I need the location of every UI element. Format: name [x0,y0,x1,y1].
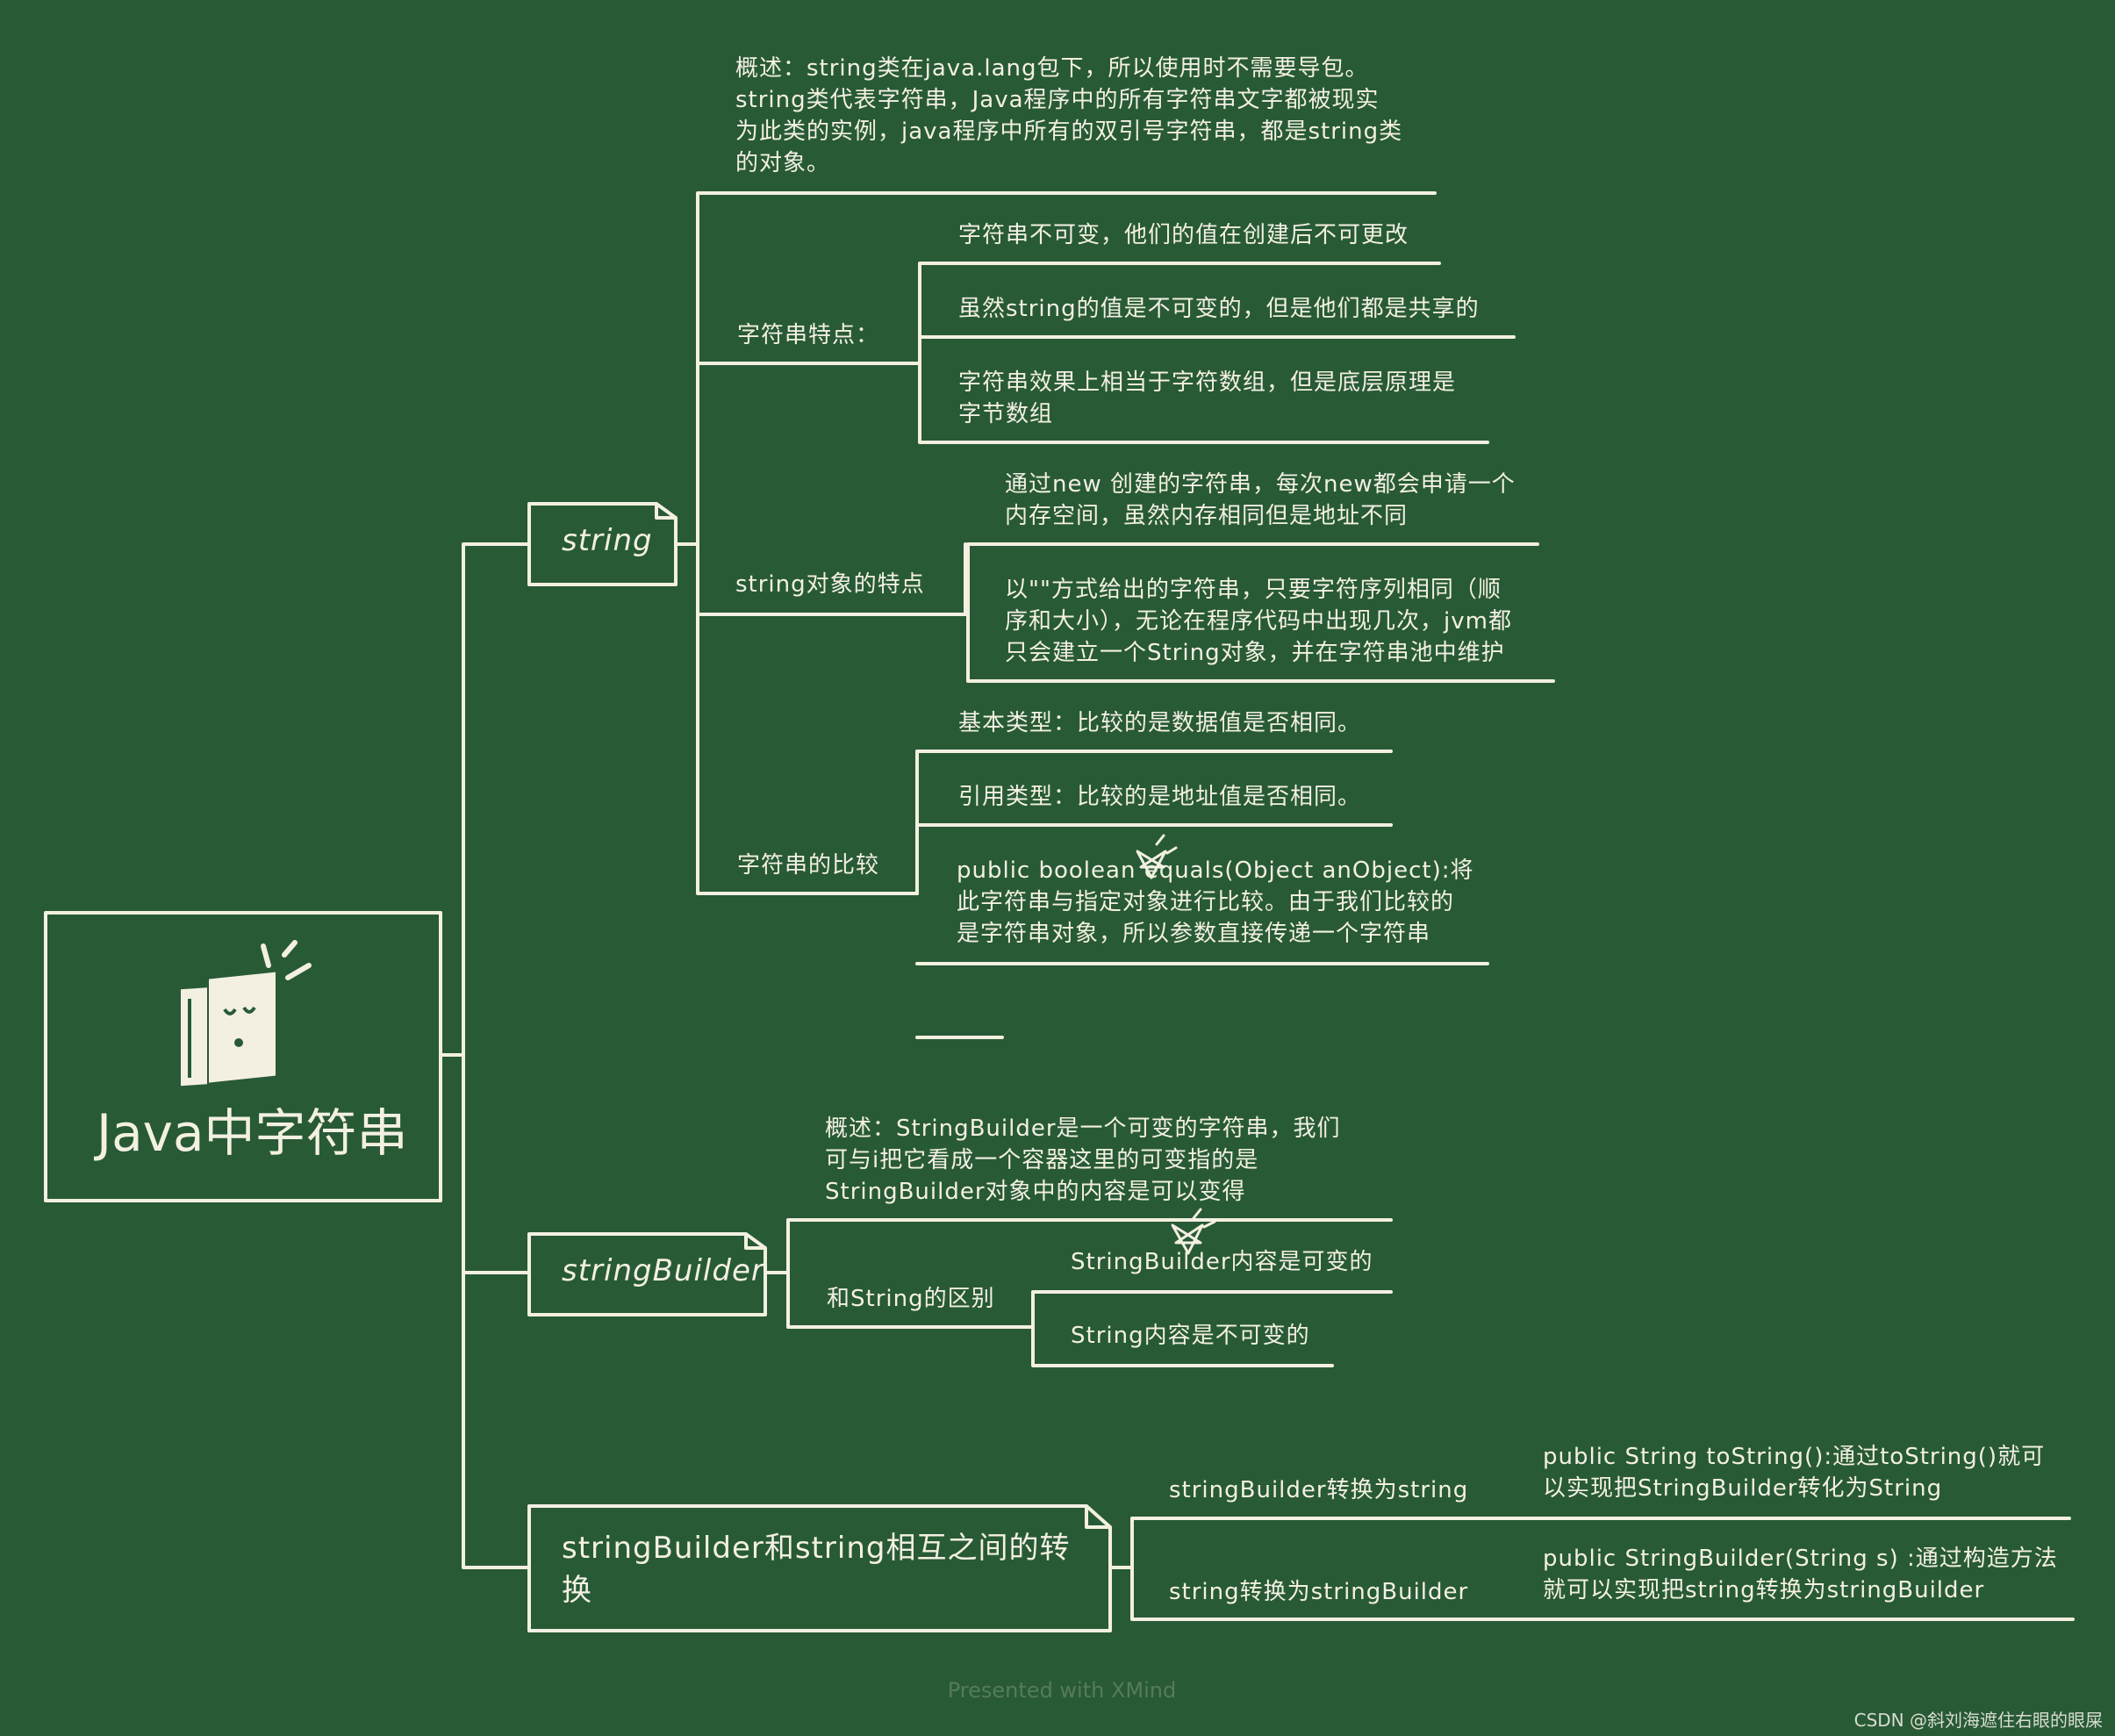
comparison-item: public boolean equals(Object anObject):将… [957,857,1474,947]
comparison-item: 基本类型：比较的是数据值是否相同。 [958,710,1362,736]
object-feature-item: 通过new 创建的字符串，每次new都会申请一个 内存空间，虽然内存相同但是地址… [1005,471,1516,529]
conversion-item-label[interactable]: string转换为stringBuilder [1169,1579,1469,1605]
feature-item: 字符串不可变，他们的值在创建后不可更改 [958,222,1409,248]
object-features-label[interactable]: string对象的特点 [735,571,925,598]
conversion-item-label[interactable]: stringBuilder转换为string [1169,1477,1469,1503]
object-feature-item: 以""方式给出的字符串，只要字符序列相同（顺 序和大小），无论在程序代码中出现几… [1005,577,1512,666]
conversion-node-outline [527,1504,1112,1632]
stringbuilder-node-label[interactable]: stringBuilder [562,1253,764,1288]
string-node-outline [527,502,678,586]
difference-item: String内容是不可变的 [1071,1323,1310,1349]
sparkle-icon [1136,834,1178,879]
feature-item: 字符串效果上相当于字符数组，但是底层原理是 字节数组 [958,369,1457,427]
xmind-watermark: Presented with XMind [947,1678,1177,1703]
difference-item: StringBuilder内容是可变的 [1071,1249,1373,1275]
stringbuilder-node-outline [527,1232,767,1316]
stringbuilder-overview-text: 概述：StringBuilder是一个可变的字符串，我们 可与i把它看成一个容器… [825,1115,1341,1205]
book-icon [181,940,312,1087]
root-title: Java中字符串 [97,1103,408,1163]
author-credit: CSDN @斜刘海遮住右眼的眼屎 [1853,1710,2103,1731]
conversion-item-detail: public String toString():通过toString()就可 … [1543,1444,2046,1502]
conversion-node-label[interactable]: stringBuilder和string相互之间的转 换 [562,1531,1071,1608]
difference-label[interactable]: 和String的区别 [827,1286,995,1312]
string-overview-text: 概述：string类在java.lang包下，所以使用时不需要导包。 strin… [735,55,1403,176]
string-node-label[interactable]: string [562,523,653,558]
feature-item: 虽然string的值是不可变的，但是他们都是共享的 [958,296,1480,322]
comparison-item: 引用类型：比较的是地址值是否相同。 [958,784,1362,810]
conversion-item-detail: public StringBuilder(String s) :通过构造方法 就… [1543,1546,2058,1603]
features-label[interactable]: 字符串特点： [737,322,880,348]
comparison-label[interactable]: 字符串的比较 [737,852,880,879]
sparkle-icon [1171,1208,1216,1255]
